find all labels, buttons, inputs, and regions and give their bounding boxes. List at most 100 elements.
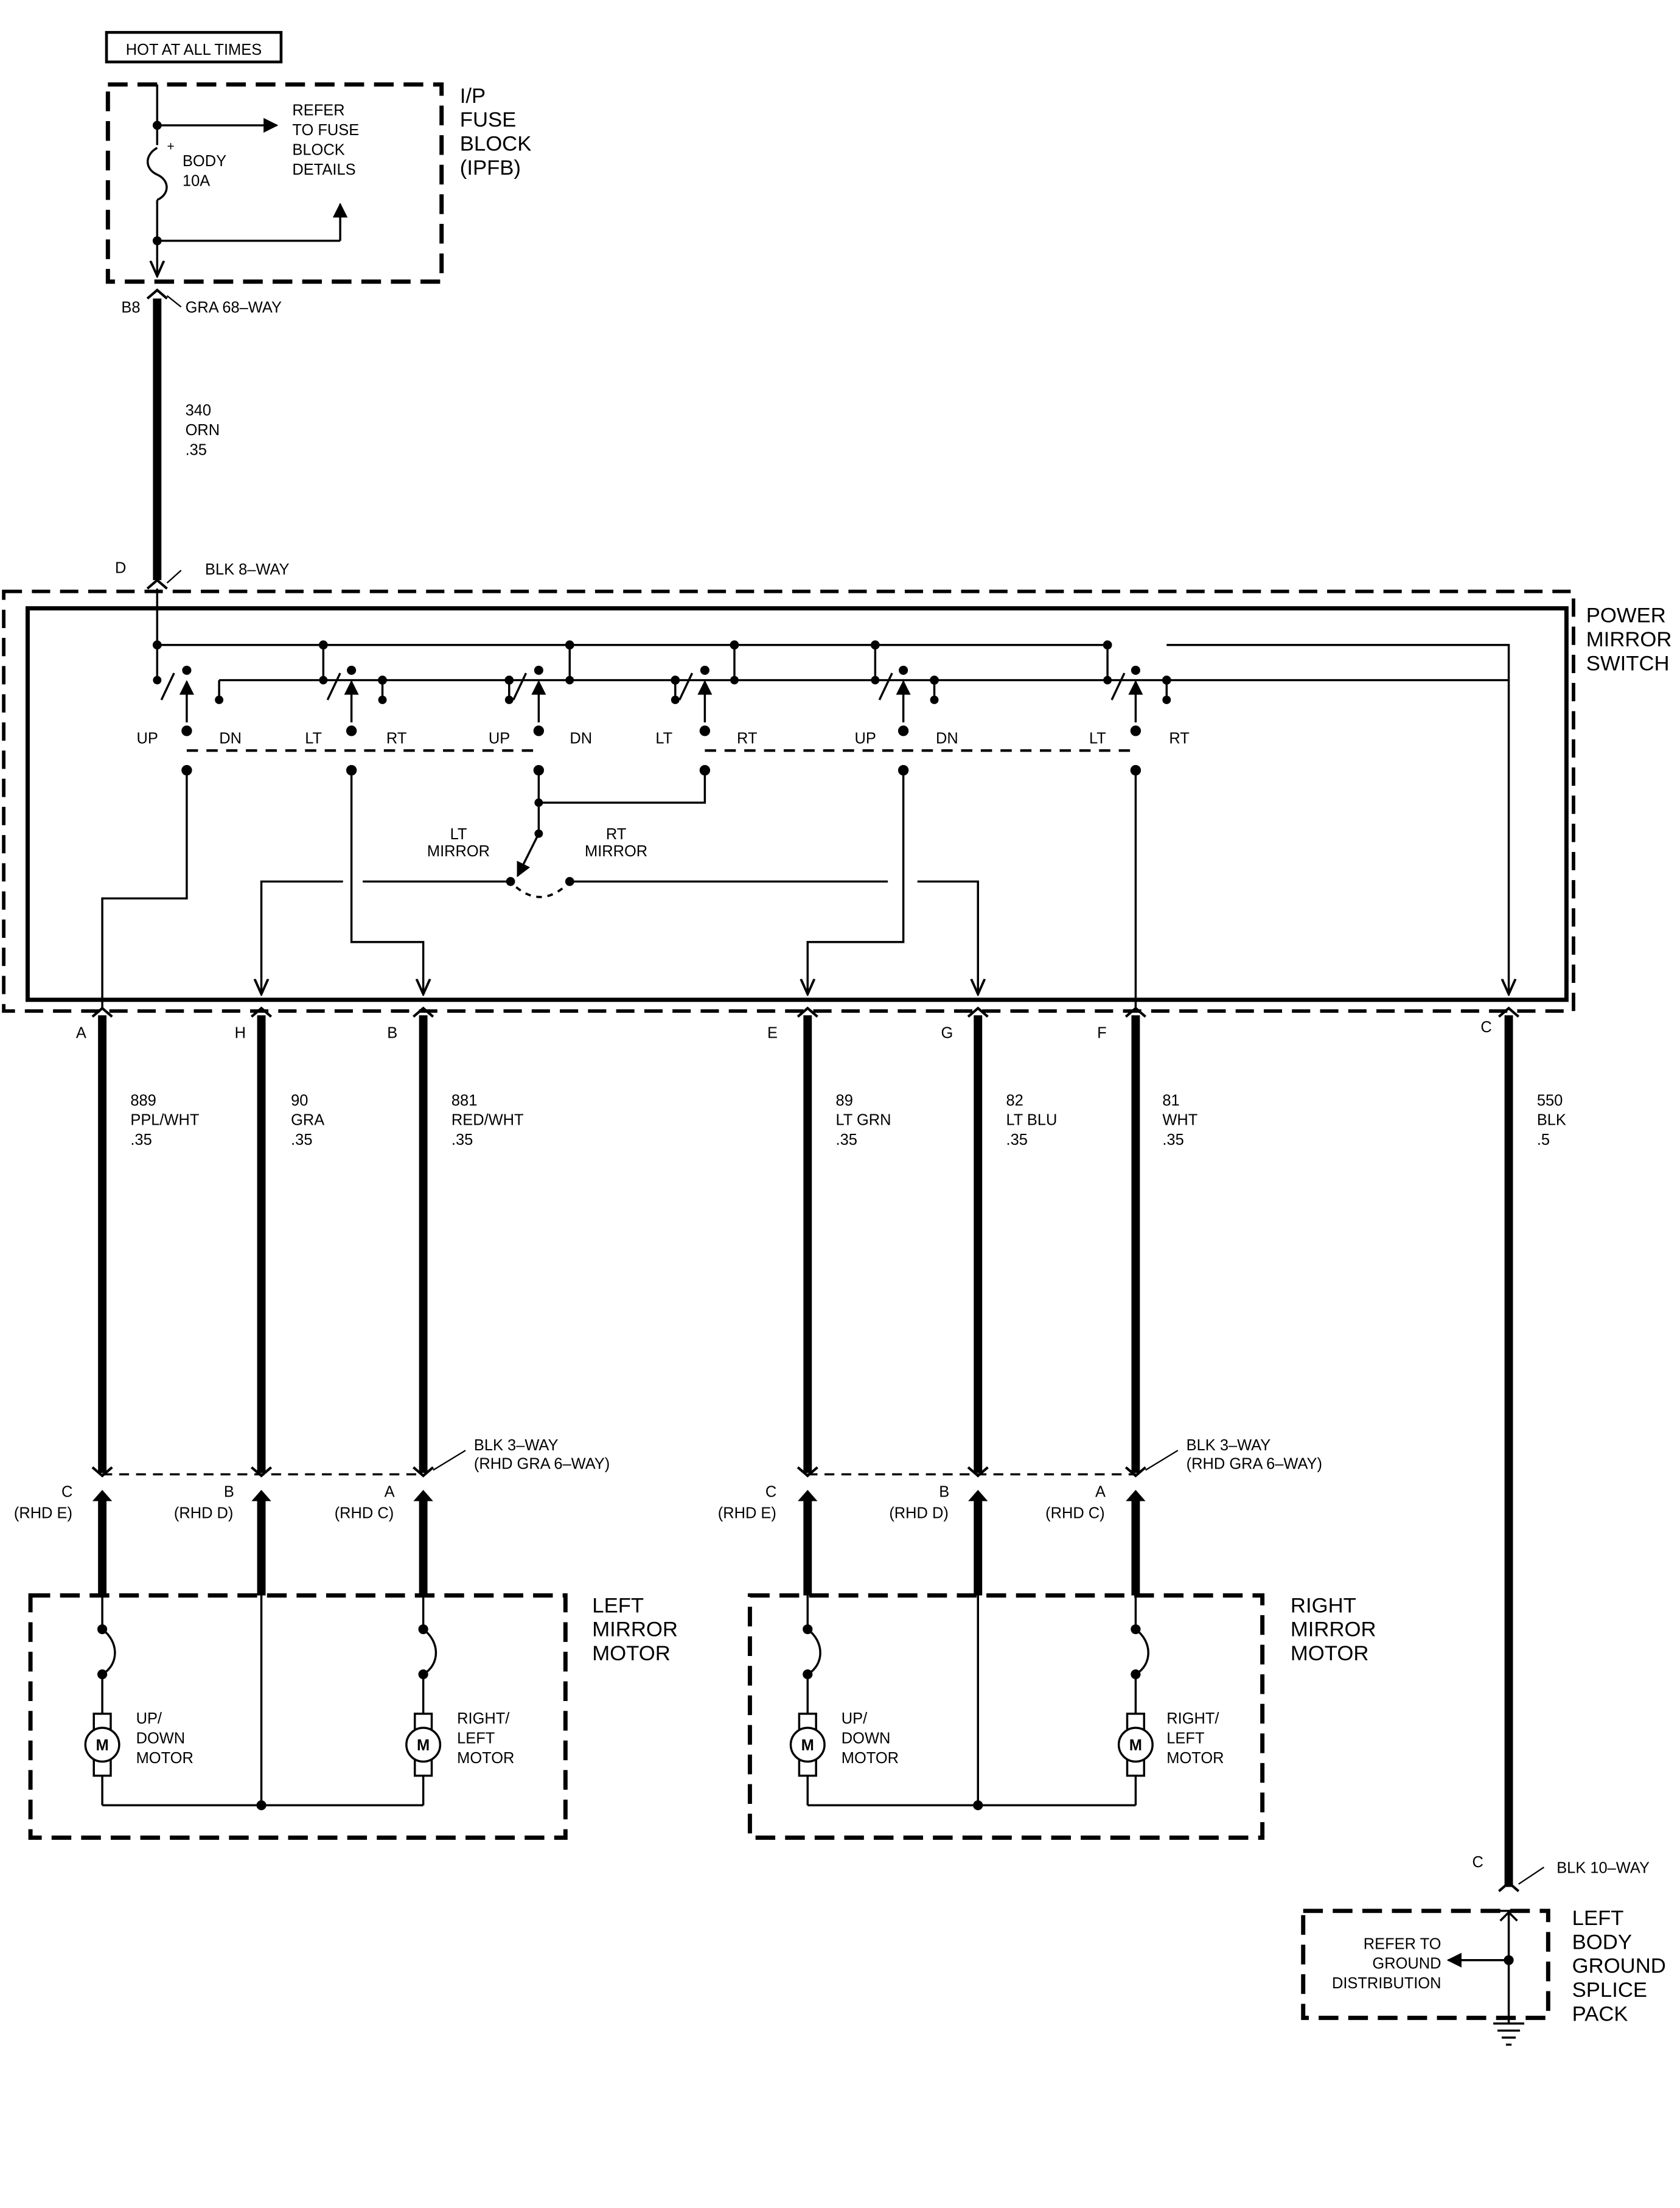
wire-340-orn: 340 ORN .35 [153, 298, 220, 581]
svg-text:BLK 3–WAY: BLK 3–WAY [1187, 1437, 1271, 1454]
power-mirror-switch: POWER MIRROR SWITCH [2, 589, 1672, 1013]
svg-text:REFER: REFER [292, 102, 344, 119]
left-body-ground-splice-pack: REFER TO GROUND DISTRIBUTION LEFT BODY G… [1301, 1907, 1666, 2046]
svg-text:81: 81 [1162, 1092, 1179, 1109]
svg-text:(RHD D): (RHD D) [174, 1504, 234, 1521]
svg-text:DISTRIBUTION: DISTRIBUTION [1332, 1975, 1441, 1992]
svg-text:GROUND: GROUND [1572, 1955, 1666, 1978]
right-left-motor-icon: M [1117, 1713, 1154, 1777]
svg-text:89: 89 [836, 1092, 853, 1109]
up-down-motor-icon: M [789, 1713, 826, 1777]
svg-text:E: E [767, 1024, 778, 1041]
svg-text:(RHD C): (RHD C) [1045, 1504, 1105, 1521]
svg-text:.35: .35 [186, 441, 207, 458]
svg-text:MIRROR: MIRROR [1291, 1618, 1376, 1641]
motor-connectors: BLK 3–WAY (RHD GRA 6–WAY) BLK 3–WAY (RHD… [14, 1437, 1322, 1521]
svg-text:MIRROR: MIRROR [427, 843, 490, 860]
svg-text:RT: RT [737, 730, 757, 747]
svg-text:C: C [765, 1484, 776, 1501]
svg-text:A: A [1095, 1484, 1106, 1501]
svg-text:(RHD GRA 6–WAY): (RHD GRA 6–WAY) [474, 1455, 610, 1472]
svg-text:BLK 8–WAY: BLK 8–WAY [205, 561, 290, 578]
svg-text:.35: .35 [451, 1131, 473, 1148]
svg-text:.5: .5 [1537, 1131, 1550, 1148]
svg-text:MOTOR: MOTOR [842, 1750, 899, 1767]
switch-input-connector: D BLK 8–WAY [115, 560, 290, 590]
svg-text:.35: .35 [1006, 1131, 1028, 1148]
wire-labels: 889 PPL/WHT .35 90 GRA .35 881 RED/WHT .… [130, 1092, 1566, 1148]
svg-text:MOTOR: MOTOR [1166, 1750, 1224, 1767]
svg-text:M: M [417, 1737, 430, 1754]
output-wires [98, 1015, 1513, 1887]
svg-text:MOTOR: MOTOR [592, 1642, 670, 1665]
svg-text:(RHD C): (RHD C) [335, 1504, 394, 1521]
svg-text:RT: RT [1169, 730, 1189, 747]
svg-text:UP/: UP/ [136, 1710, 162, 1727]
svg-text:90: 90 [291, 1092, 308, 1109]
svg-text:GRA 68–WAY: GRA 68–WAY [186, 299, 282, 316]
svg-text:PPL/WHT: PPL/WHT [130, 1112, 199, 1129]
svg-text:B: B [939, 1484, 949, 1501]
svg-text:MOTOR: MOTOR [136, 1750, 193, 1767]
svg-text:MOTOR: MOTOR [1291, 1642, 1368, 1665]
ground-connector: C BLK 10–WAY [1472, 1854, 1650, 1892]
svg-text:DOWN: DOWN [842, 1730, 891, 1747]
svg-text:.35: .35 [130, 1131, 152, 1148]
svg-text:B: B [224, 1484, 234, 1501]
svg-text:RT: RT [386, 730, 406, 747]
svg-text:(IPFB): (IPFB) [460, 156, 521, 180]
svg-text:H: H [235, 1024, 246, 1041]
fuse-icon [147, 147, 168, 201]
svg-text:LT: LT [1089, 730, 1106, 747]
svg-text:ORN: ORN [186, 422, 220, 439]
svg-text:881: 881 [451, 1092, 477, 1109]
svg-text:(RHD E): (RHD E) [718, 1504, 776, 1521]
svg-text:889: 889 [130, 1092, 156, 1109]
svg-text:A: A [385, 1484, 395, 1501]
svg-text:DN: DN [570, 730, 592, 747]
svg-text:RT: RT [606, 826, 626, 843]
svg-text:LT GRN: LT GRN [836, 1112, 891, 1129]
svg-text:.35: .35 [836, 1131, 857, 1148]
svg-text:BLK 3–WAY: BLK 3–WAY [474, 1437, 559, 1454]
svg-text:F: F [1097, 1024, 1107, 1041]
left-mirror-motor: LEFT MIRROR MOTOR M M [28, 1593, 678, 1840]
svg-text:(RHD GRA 6–WAY): (RHD GRA 6–WAY) [1187, 1455, 1322, 1472]
svg-text:.35: .35 [1162, 1131, 1183, 1148]
svg-text:GRA: GRA [291, 1112, 324, 1129]
svg-text:G: G [941, 1024, 953, 1041]
svg-text:C: C [61, 1484, 72, 1501]
svg-text:RED/WHT: RED/WHT [451, 1112, 524, 1129]
svg-text:LT: LT [450, 826, 467, 843]
svg-text:SPLICE: SPLICE [1572, 1979, 1647, 2002]
svg-text:BLOCK: BLOCK [460, 133, 532, 156]
svg-text:M: M [96, 1737, 108, 1754]
svg-text:REFER TO: REFER TO [1364, 1935, 1441, 1952]
svg-text:LT: LT [305, 730, 322, 747]
svg-text:LEFT: LEFT [592, 1594, 644, 1617]
svg-text:UP: UP [854, 730, 876, 747]
ipfb-connector: B8 GRA 68–WAY [121, 288, 282, 316]
svg-text:(RHD D): (RHD D) [889, 1504, 949, 1521]
svg-text:10A: 10A [183, 172, 210, 189]
svg-text:BLOCK: BLOCK [292, 142, 344, 159]
svg-text:B8: B8 [121, 299, 140, 316]
svg-text:BODY: BODY [183, 153, 226, 170]
svg-text:MIRROR: MIRROR [1586, 628, 1672, 651]
svg-text:MIRROR: MIRROR [585, 843, 647, 860]
svg-text:LT BLU: LT BLU [1006, 1112, 1058, 1129]
svg-text:POWER: POWER [1586, 604, 1666, 627]
svg-text:MOTOR: MOTOR [457, 1750, 514, 1767]
svg-text:M: M [801, 1737, 814, 1754]
svg-text:A: A [76, 1024, 86, 1041]
svg-text:UP/: UP/ [842, 1710, 868, 1727]
svg-text:.35: .35 [291, 1131, 312, 1148]
svg-text:WHT: WHT [1162, 1112, 1197, 1129]
up-down-motor-icon: M [84, 1713, 120, 1777]
svg-text:+: + [167, 140, 175, 154]
svg-text:BODY: BODY [1572, 1930, 1632, 1954]
hot-at-all-times-label: HOT AT ALL TIMES [105, 30, 283, 64]
svg-text:RIGHT: RIGHT [1291, 1594, 1356, 1617]
svg-text:82: 82 [1006, 1092, 1023, 1109]
svg-text:UP: UP [136, 730, 158, 747]
